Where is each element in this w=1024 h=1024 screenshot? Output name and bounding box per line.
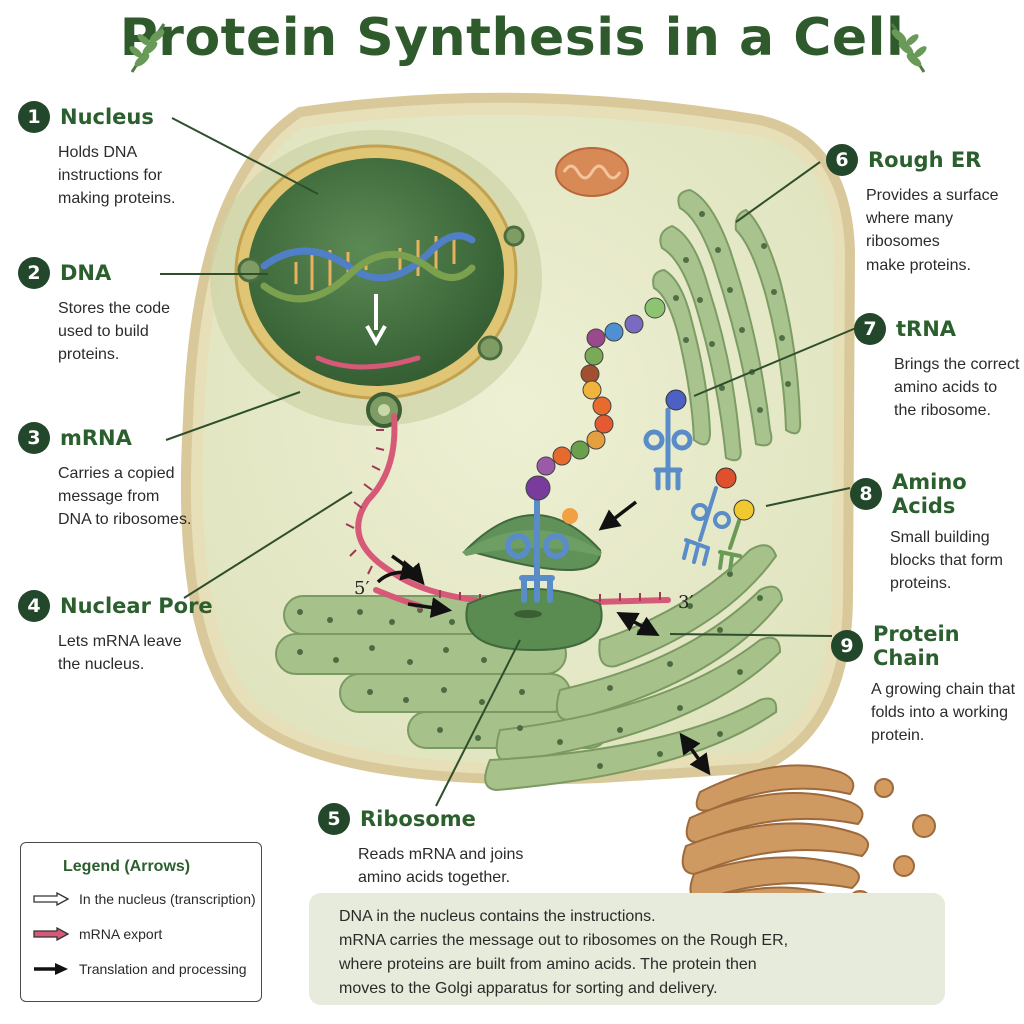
callout-description: Brings the correct amino acids to the ri… xyxy=(894,356,1020,420)
callout-ribosome: 5 Ribosome Reads mRNA and joins amino aci… xyxy=(318,803,523,889)
number-badge: 8 xyxy=(850,478,882,510)
legend-item: Translation and processing xyxy=(33,961,247,977)
callout-description: Carries a copied message from DNA to rib… xyxy=(58,465,192,529)
dna-helix xyxy=(260,232,476,303)
number-badge: 1 xyxy=(18,101,50,133)
mitochondrion xyxy=(555,147,629,197)
legend-item: mRNA export xyxy=(33,926,162,942)
callout-nucleus: 1 Nucleus Holds DNA instructions for maki… xyxy=(18,101,175,211)
leader-lines xyxy=(160,117,857,807)
callout-title: Nuclear Pore xyxy=(60,594,213,618)
legend-box: Legend (Arrows) In the nucleus (transcri… xyxy=(20,842,262,1002)
number-badge: 6 xyxy=(826,144,858,176)
trna-in-ribosome xyxy=(505,495,569,603)
transcription-arrow xyxy=(365,294,387,347)
callout-description: Provides a surface where many ribosomes … xyxy=(866,187,999,274)
incoming-amino-acid xyxy=(562,508,578,524)
callout-rough-er: 6 Rough ER Provides a surface where many … xyxy=(826,144,1024,277)
protein-chain xyxy=(525,297,666,501)
number-badge: 2 xyxy=(18,257,50,289)
page-title: Protein Synthesis in a Cell xyxy=(119,8,905,68)
black-arrow-icon xyxy=(34,963,68,975)
rough-er-stacks xyxy=(652,188,802,462)
callout-title: Ribosome xyxy=(360,807,476,831)
callout-description: Stores the code used to build proteins. xyxy=(58,300,171,364)
number-badge: 3 xyxy=(18,422,50,454)
legend-item: In the nucleus (transcription) xyxy=(33,891,256,907)
leaf-sprig-right-icon xyxy=(890,23,927,73)
callout-description: Reads mRNA and joins amino acids togethe… xyxy=(358,846,524,887)
number-badge: 5 xyxy=(318,803,350,835)
three-prime-label: 3′ xyxy=(678,592,694,613)
legend-title: Legend (Arrows) xyxy=(63,858,191,875)
callout-description: Small building blocks that form proteins… xyxy=(890,529,1003,593)
callout-description: Lets mRNA leave the nucleus. xyxy=(58,633,182,674)
five-prime-label: 5′ xyxy=(354,578,370,599)
callout-trna: 7 tRNA Brings the correct amino acids to … xyxy=(854,313,1019,423)
hollow-arrow-icon xyxy=(33,892,69,906)
callout-title: Protein Chain xyxy=(873,622,960,670)
leaf-sprig-left-icon xyxy=(129,23,166,73)
legend-item-label: mRNA export xyxy=(79,926,163,942)
number-badge: 9 xyxy=(831,630,863,662)
callout-title: Amino Acids xyxy=(892,470,967,518)
callout-protein-chain: 9 Protein Chain A growing chain that fold… xyxy=(831,622,1024,748)
trna-free xyxy=(643,407,693,491)
pink-arrow-icon xyxy=(33,927,69,941)
nucleus xyxy=(210,130,542,428)
legend-item-label: In the nucleus (transcription) xyxy=(79,891,256,907)
callout-nuclear-pore: 4 Nuclear Pore Lets mRNA leave the nucleu… xyxy=(18,590,213,676)
callout-title: Rough ER xyxy=(868,148,982,172)
mrna-in-nucleus xyxy=(315,355,421,370)
summary-box: DNA in the nucleus contains the instruct… xyxy=(309,893,945,1005)
callout-title: Nucleus xyxy=(60,105,154,129)
number-badge: 4 xyxy=(18,590,50,622)
callout-title: mRNA xyxy=(60,426,132,450)
callout-title: DNA xyxy=(60,261,112,285)
callout-dna: 2 DNA Stores the code used to build prote… xyxy=(18,257,170,367)
callout-amino-acids: 8 Amino Acids Small building blocks that … xyxy=(850,470,1024,596)
summary-text: DNA in the nucleus contains the instruct… xyxy=(339,908,789,997)
callout-description: Holds DNA instructions for making protei… xyxy=(58,144,176,208)
number-badge: 7 xyxy=(854,313,886,345)
callout-description: A growing chain that folds into a workin… xyxy=(871,681,1016,745)
callout-title: tRNA xyxy=(896,317,957,341)
callout-mrna: 3 mRNA Carries a copied message from DNA … xyxy=(18,422,191,532)
legend-item-label: Translation and processing xyxy=(79,961,247,977)
